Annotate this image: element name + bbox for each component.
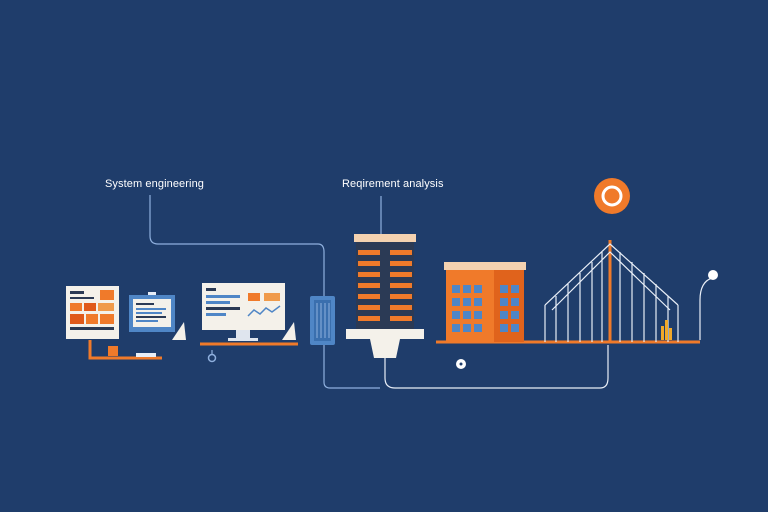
mini-bars-icon <box>661 320 672 340</box>
office-tower-icon <box>346 234 424 358</box>
document-board-icon <box>66 286 119 339</box>
bridge-icon <box>544 240 679 342</box>
loop-node-dot-inner <box>459 362 463 366</box>
requirement-analysis-label: Reqirement analysis <box>342 178 444 190</box>
system-engineering-label: System engineering <box>105 178 205 190</box>
connector-system-engineering <box>149 195 380 389</box>
connector-lines <box>149 195 713 389</box>
connector-bottom-loop <box>384 345 609 389</box>
tag-icon <box>108 346 118 356</box>
laptop-icon <box>129 292 175 332</box>
base-line-left <box>88 340 162 360</box>
office-building-icon <box>444 262 526 342</box>
desktop-monitor-icon <box>202 283 285 341</box>
right-node-dot <box>708 270 718 280</box>
server-tower-icon <box>310 296 335 345</box>
tag-bar <box>136 353 156 357</box>
location-pin-icon <box>594 178 630 214</box>
flag-right-icon <box>282 322 296 340</box>
connector-right-pin <box>699 277 713 340</box>
monitor-node-dot <box>207 353 217 363</box>
flag-left-icon <box>172 322 186 340</box>
